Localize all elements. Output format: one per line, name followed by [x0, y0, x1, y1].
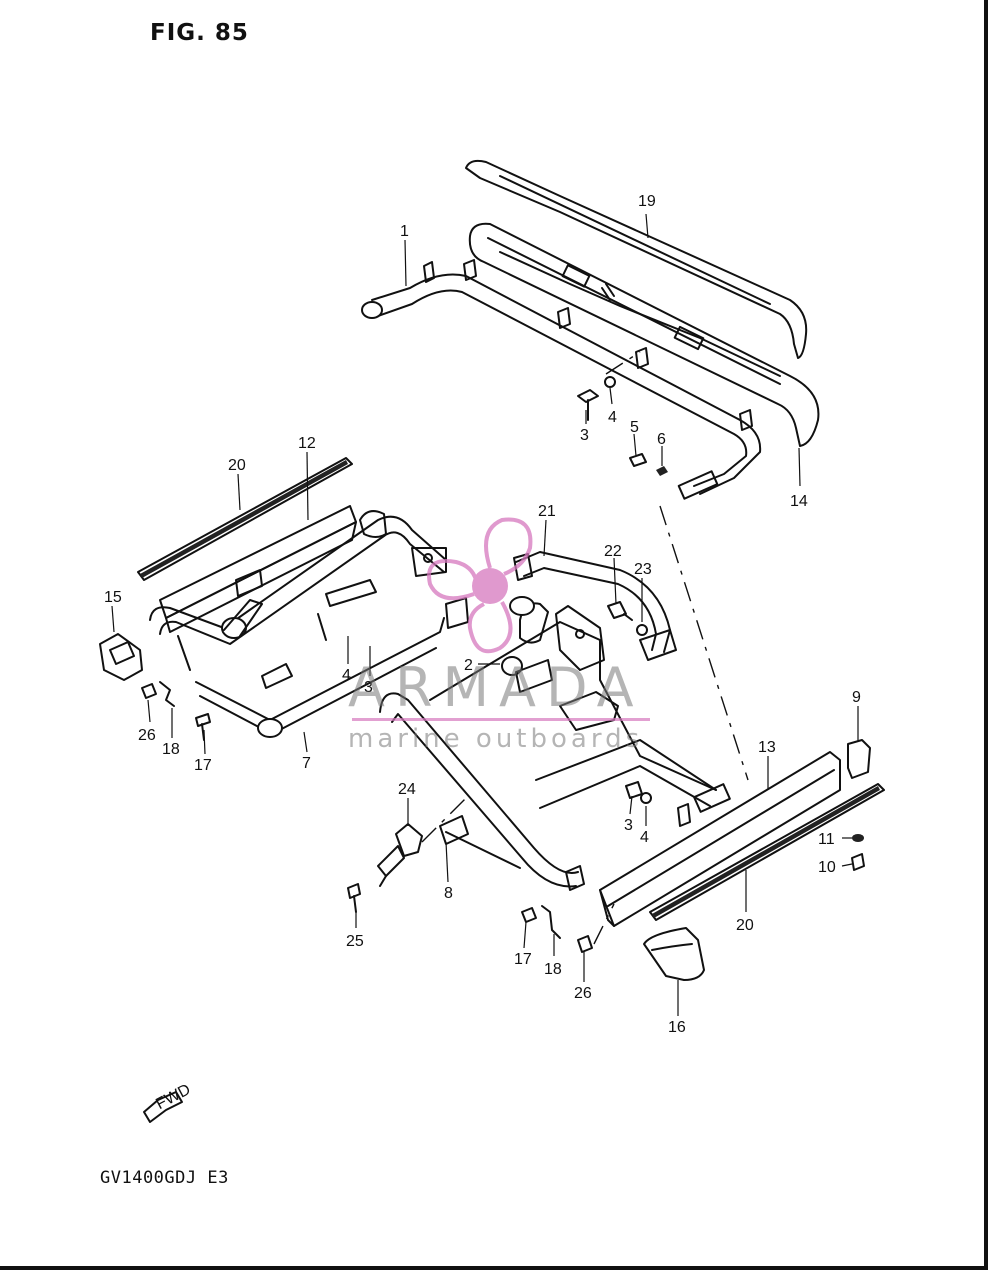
callout-17b: 17 — [514, 951, 532, 968]
callout-3b: 3 — [364, 679, 373, 696]
callout-5: 5 — [630, 419, 639, 436]
callout-12: 12 — [298, 435, 316, 452]
callout-4b: 4 — [342, 667, 351, 684]
page-border-right — [984, 0, 988, 1270]
fastener-set-right-upper — [607, 601, 648, 636]
part-16-end-cap — [643, 927, 705, 981]
part-20-right-strip — [649, 783, 885, 921]
part-15-left-bracket — [99, 633, 143, 681]
part-20-left-strip — [137, 457, 353, 581]
callout-15: 15 — [104, 589, 122, 606]
part-1-rail-frame — [361, 259, 762, 500]
fastener-set-right-mid — [625, 781, 652, 804]
part-7-left-frame — [149, 510, 469, 738]
part-21-bracket — [513, 551, 677, 661]
callout-3: 3 — [580, 427, 589, 444]
callout-11: 11 — [818, 831, 835, 848]
callout-8: 8 — [444, 885, 453, 902]
part-13-right-rail — [599, 751, 841, 927]
part-8-right-frame — [379, 596, 731, 891]
part-19-trim-strip — [465, 159, 808, 359]
part-2-grommet — [501, 656, 523, 676]
watermark-tagline: marine outboards — [348, 724, 644, 754]
callout-9: 9 — [852, 689, 861, 706]
callout-22: 22 — [604, 543, 622, 560]
callout-14: 14 — [790, 493, 808, 510]
callout-25: 25 — [346, 933, 364, 950]
callout-6: 6 — [657, 431, 666, 448]
part-12-left-rail — [159, 505, 357, 633]
part-24-latch — [347, 823, 423, 913]
callout-23: 23 — [634, 561, 652, 578]
fwd-label: FWD — [153, 1081, 193, 1113]
callout-21: 21 — [538, 503, 556, 520]
callout-24: 24 — [398, 781, 416, 798]
callout-2: 2 — [464, 657, 473, 674]
callout-4c: 4 — [640, 829, 649, 846]
callout-26: 26 — [138, 727, 156, 744]
callout-19: 19 — [638, 193, 656, 210]
callout-20: 20 — [228, 457, 246, 474]
callout-20b: 20 — [736, 917, 754, 934]
watermark-divider — [352, 718, 650, 721]
callout-17: 17 — [194, 757, 212, 774]
callout-3c: 3 — [624, 817, 633, 834]
watermark-brand: ARMADA — [348, 656, 644, 719]
callout-13: 13 — [758, 739, 776, 756]
fastener-set-right-far — [851, 834, 865, 871]
callout-7: 7 — [302, 755, 311, 772]
fwd-arrow-icon: FWD — [143, 1081, 193, 1123]
part-9-right-bracket — [847, 739, 871, 779]
callout-18: 18 — [162, 741, 180, 758]
callout-18b: 18 — [544, 961, 562, 978]
construction-lines — [421, 351, 749, 945]
callout-4: 4 — [608, 409, 617, 426]
callout-10: 10 — [818, 859, 836, 876]
callout-26b: 26 — [574, 985, 592, 1002]
figure-title: FIG. 85 — [150, 20, 249, 46]
leader-lines — [111, 213, 859, 1016]
part-14-rear-cover — [468, 222, 820, 447]
watermark-logo-icon — [427, 517, 533, 654]
fastener-set-upper — [577, 376, 668, 476]
page-border-bottom — [0, 1266, 988, 1270]
fastener-set-left — [141, 681, 211, 741]
callout-1: 1 — [400, 223, 409, 240]
callout-labels: 19 1 4 3 5 6 14 12 20 21 22 23 15 2 4 3 … — [104, 193, 861, 1036]
model-code: GV1400GDJ E3 — [100, 1168, 229, 1188]
callout-16: 16 — [668, 1019, 686, 1036]
fastener-set-lower — [521, 905, 593, 953]
